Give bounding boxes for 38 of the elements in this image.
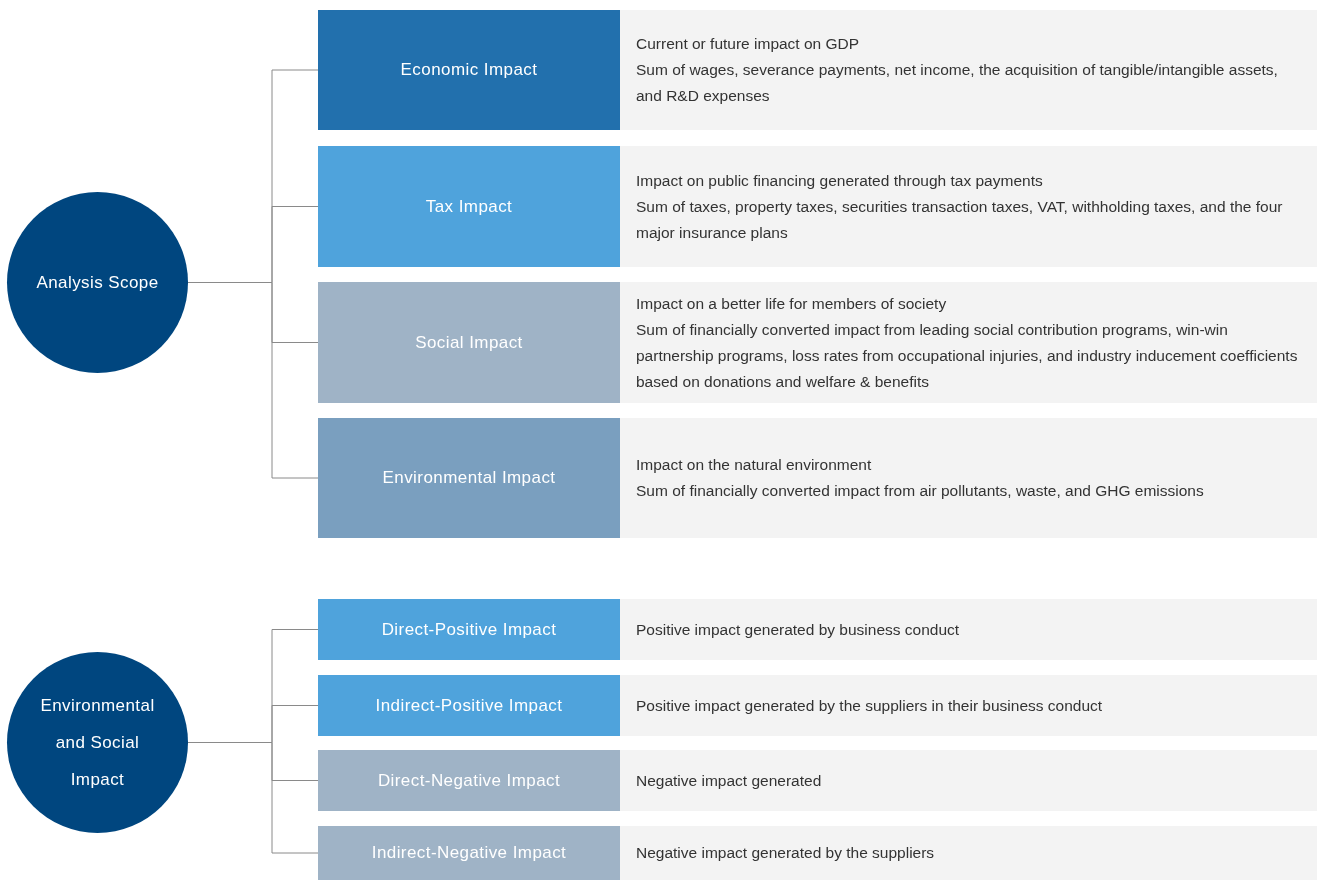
description-panel: [620, 675, 1317, 736]
impact-box: [318, 750, 620, 811]
category-title: Environmental and Social Impact: [39, 695, 156, 791]
impact-box: [318, 826, 620, 880]
impact-title: Indirect-Negative Impact: [371, 842, 567, 865]
description-text: Sum of financially converted impact from air pollutants, waste, and GHG emissions: [636, 481, 1205, 501]
description-text: Sum of taxes, property taxes, securities transaction taxes, VAT, withholding taxes, and the four major insurance plans: [636, 196, 1284, 243]
impact-title: Indirect-Positive Impact: [375, 694, 563, 717]
description-text: Impact on a better life for members of society: [636, 293, 948, 314]
impact-box: [318, 418, 620, 538]
description-text: Sum of financially converted impact from leading social contribution programs, win-win partnership programs, loss rates from occupational injuries, and industry inducement coefficients based on donations and welfare & benefits: [636, 319, 1299, 392]
description-text: Negative impact generated by the suppliers: [636, 843, 936, 863]
impact-title: Direct-Negative Impact: [377, 769, 561, 792]
description-panel: [620, 599, 1317, 660]
impact-title: Direct-Positive Impact: [381, 618, 557, 641]
description-text: Negative impact generated: [636, 770, 823, 791]
description-panel: [620, 418, 1317, 538]
impact-title: Tax Impact: [425, 195, 513, 218]
impact-box: [318, 10, 620, 130]
category-title: Analysis Scope: [36, 272, 159, 294]
description-text: Impact on the natural environment: [636, 455, 873, 475]
description-text: Positive impact generated by business conduct: [636, 619, 961, 640]
description-panel: [620, 282, 1317, 403]
description-text: Impact on public financing generated through tax payments: [636, 170, 1044, 191]
impact-box: [318, 282, 620, 403]
description-panel: [620, 146, 1317, 267]
description-text: Sum of wages, severance payments, net income, the acquisition of tangible/intangible assets, and R&D expenses: [636, 60, 1279, 106]
impact-box: [318, 146, 620, 267]
impact-title: Social Impact: [415, 331, 523, 354]
description-text: Positive impact generated by the suppliers in their business conduct: [636, 695, 1104, 716]
impact-title: Environmental Impact: [382, 467, 556, 490]
description-text: Current or future impact on GDP: [636, 34, 861, 54]
description-panel: [620, 750, 1317, 811]
impact-title: Economic Impact: [400, 59, 538, 82]
description-panel: [620, 10, 1317, 130]
impact-box: [318, 675, 620, 736]
description-panel: [620, 826, 1317, 880]
impact-box: [318, 599, 620, 660]
